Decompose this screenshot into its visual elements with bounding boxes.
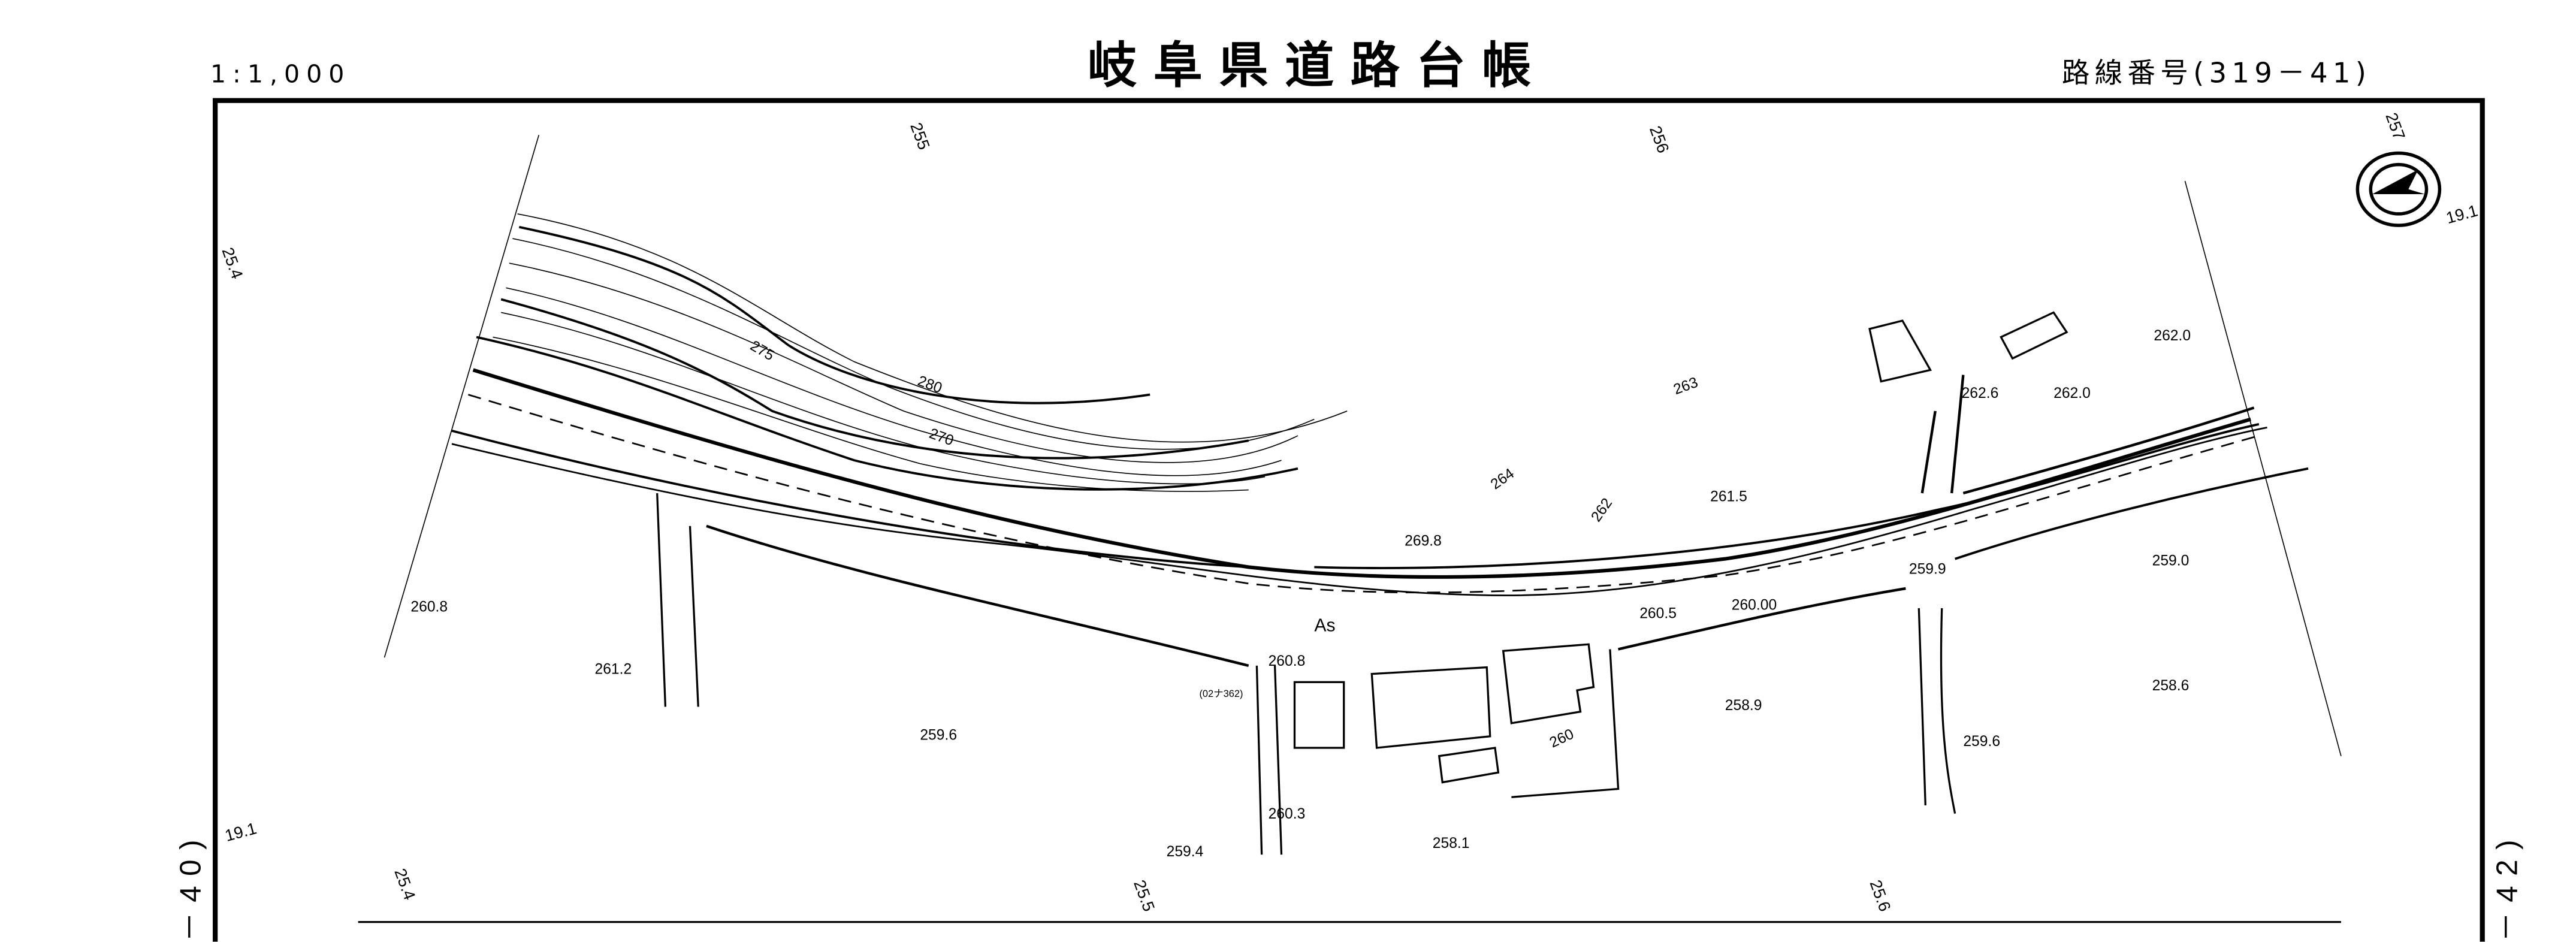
elevation-label: 259.0 xyxy=(2152,553,2190,569)
offset-label: 19.1 xyxy=(2444,201,2480,227)
contour-label: 260 xyxy=(1547,726,1577,751)
elevation-label: 258.1 xyxy=(1433,835,1470,852)
elevation-label: 259.4 xyxy=(1167,844,1204,860)
station-label: 25.6 xyxy=(1866,877,1894,914)
contour-label: 264 xyxy=(1488,466,1517,493)
elevation-label: 262.6 xyxy=(1962,385,1999,401)
buildings xyxy=(1293,311,2068,784)
elevation-label: 260.8 xyxy=(410,599,448,615)
sheet-link-right: －42) xyxy=(2490,830,2523,941)
elevation-label: 258.6 xyxy=(2152,678,2190,694)
road-centerline xyxy=(451,368,2309,855)
scale-label: 1:1,000 xyxy=(210,60,351,89)
map-title: 岐阜県道路台帳 xyxy=(1088,38,1548,95)
elevation-label: 260.3 xyxy=(1269,806,1306,822)
sheet-link-left: －40) xyxy=(174,830,207,941)
north-arrow-icon xyxy=(2355,151,2442,227)
station-label: 257 xyxy=(2382,110,2409,143)
contour-label: 270 xyxy=(927,425,956,449)
map-frame xyxy=(213,98,2485,942)
station-label: 256 xyxy=(1646,123,1673,156)
station-label: 255 xyxy=(907,120,934,152)
elevation-label: 262.0 xyxy=(2053,385,2091,401)
elevation-label: 259.6 xyxy=(920,727,957,743)
offset-label: 19.1 xyxy=(223,819,259,845)
elevation-label: 260.00 xyxy=(1732,597,1777,614)
station-label: 25.5 xyxy=(1130,877,1158,914)
station-label: 25.4 xyxy=(391,866,419,902)
elevation-label: 269.8 xyxy=(1405,533,1442,550)
pavement-label: As xyxy=(1314,615,1335,635)
contour-lines xyxy=(493,213,1348,492)
elevation-label: 260.8 xyxy=(1269,653,1306,669)
elevation-label: 259.6 xyxy=(1963,733,2000,750)
route-number: 路線番号(319－41) xyxy=(2062,57,2371,89)
contour-label: 263 xyxy=(1671,375,1700,398)
elevation-label: 261.5 xyxy=(1710,489,1747,505)
benchmark-note: (02ナ362) xyxy=(1199,689,1243,699)
elevation-label: 258.9 xyxy=(1725,698,1762,714)
elevation-label: 260.5 xyxy=(1639,605,1677,621)
elevation-label: 262.0 xyxy=(2154,328,2191,344)
contour-label: 275 xyxy=(747,338,777,364)
contour-label: 262 xyxy=(1588,496,1615,525)
elevation-label: 259.9 xyxy=(1909,561,1946,577)
elevation-label: 261.2 xyxy=(594,662,632,678)
offset-label: 25.4 xyxy=(218,245,246,282)
